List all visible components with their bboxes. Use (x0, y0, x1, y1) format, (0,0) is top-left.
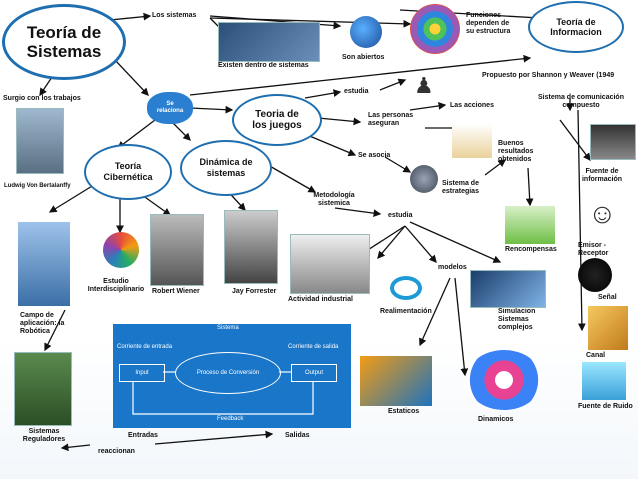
sistemas-image (218, 22, 320, 62)
main-title-bubble: Teoría de Sistemas (2, 4, 126, 80)
estudio-inter-label: Estudio Interdisciplinario (87, 278, 145, 293)
teoria-juegos-bubble: Teoria de los juegos (232, 94, 322, 146)
existen-dentro-label: Existen dentro de sistemas (218, 62, 309, 69)
las-acciones-label: Las acciones (450, 102, 494, 109)
static-model-image (360, 356, 432, 406)
recompensas-label: Rencompensas (505, 246, 557, 253)
torus-image (466, 350, 542, 410)
process-ellipse: Proceso de Conversión (175, 352, 281, 394)
entradas-label: Entradas (128, 432, 158, 439)
emisor-label: Emisor - Receptor (578, 242, 609, 257)
teoria-informacion-bubble: Teoría de Informacion (528, 1, 624, 53)
input-box: Input (119, 364, 165, 382)
chess-image: ♟ (408, 72, 444, 102)
campo-label: Campo de aplicación: la Robótica (20, 312, 65, 335)
corriente-entrada-label: Corriente de entrada (117, 344, 173, 350)
main-title: Teoría de Sistemas (26, 23, 102, 61)
se-relaciona-label: Se relaciona (156, 101, 184, 114)
ludwig-portrait (16, 108, 64, 174)
jay-forrester-photo (224, 210, 278, 284)
reward-image (505, 206, 555, 244)
ludwig-label: Ludwig Von Bertalanffy (4, 183, 71, 189)
estudia-label-2: estudia (388, 212, 413, 219)
feedback-loop-icon (390, 276, 422, 300)
metodologia-label: Metodología sistemica (313, 192, 355, 207)
signal-head-image (578, 258, 612, 292)
people-icon: ☺ (588, 198, 617, 229)
output-label: Output (304, 370, 323, 376)
propuesto-label: Propuesto por Shannon y Weaver (1949 (482, 72, 615, 79)
dinamica-sistemas-label: Dinámica de sistemas (199, 157, 253, 178)
reaccionan-label: reaccionan (98, 448, 135, 455)
teoria-informacion-label: Teoría de Informacion (550, 17, 602, 37)
globe-image (350, 16, 382, 48)
factory-image (290, 234, 370, 294)
proceso-label: Proceso de Conversión (196, 370, 260, 376)
actividad-label: Actividad industrial (288, 296, 353, 303)
canal-label: Canal (586, 352, 606, 359)
system-feedback-lines (132, 371, 314, 415)
surgio-label: Surgio con los trabajos (3, 95, 81, 102)
jay-forrester-label: Jay Forrester (232, 288, 277, 295)
sistema-comunicacion-label: Sistema de comunicación compuesto (538, 94, 624, 109)
strategy-person-image (410, 165, 438, 193)
corriente-salida-label: Corriente de salida (288, 344, 339, 350)
dinamica-sistemas-bubble: Dinámica de sistemas (180, 140, 272, 196)
concentric-image (410, 4, 460, 54)
senal-label: Señal (598, 294, 617, 301)
las-personas-label: Las personas aseguran (368, 112, 414, 127)
dinamicos-label: Dinamicos (478, 416, 514, 423)
se-asocia-label: Se asocia (358, 152, 391, 159)
output-box: Output (291, 364, 337, 382)
robert-wiener-photo (150, 214, 204, 286)
estaticos-label: Estaticos (388, 408, 420, 415)
regulator-device-image (14, 352, 72, 426)
sistema-estrategias-label: Sistema de estrategias (442, 180, 479, 195)
chart-person-image (452, 124, 492, 158)
simulation-image (470, 270, 546, 308)
modelos-label: modelos (438, 264, 467, 271)
fuente-ruido-label: Fuente de Ruido (578, 403, 633, 410)
input-label: Input (135, 370, 149, 376)
system-diagram-title: Sistema (217, 325, 239, 331)
feedback-label: Feedback (217, 416, 244, 422)
system-diagram: Sistema Corriente de entrada Corriente d… (113, 324, 351, 428)
robert-wiener-label: Robert Wiener (152, 288, 200, 295)
interdisciplinary-icon (103, 232, 139, 268)
megaphone-image (588, 306, 628, 350)
se-relaciona-bubble: Se relaciona (147, 92, 193, 124)
feedback-image (380, 272, 434, 306)
teoria-juegos-label: Teoria de los juegos (252, 109, 302, 131)
emisor-receptor-image: ☺ (582, 196, 630, 236)
salidas-label: Salidas (285, 432, 310, 439)
teoria-cibernetica-label: Teoría Cibernética (103, 161, 153, 182)
son-abiertos-label: Son abiertos (342, 54, 385, 61)
buenos-resultados-label: Buenos resultados obtenidos (498, 140, 534, 163)
chess-icon: ♟ (414, 73, 434, 98)
estudia-label-1: estudia (344, 88, 369, 95)
sistemas-reguladores-label: Sistemas Reguladores (22, 428, 66, 443)
robot-image (18, 222, 70, 306)
laptop-image (590, 124, 636, 160)
noise-image (582, 362, 626, 400)
funciones-label: Funciones dependen de su estructura (466, 12, 511, 35)
los-sistemas-label: Los sistemas (152, 12, 197, 19)
realimentacion-label: Realimentación (380, 308, 432, 315)
simulacion-label: Simulacion Sistemas complejos (498, 308, 536, 331)
teoria-cibernetica-bubble: Teoría Cibernética (84, 144, 172, 200)
fuente-info-label: Fuente de información (581, 168, 623, 183)
